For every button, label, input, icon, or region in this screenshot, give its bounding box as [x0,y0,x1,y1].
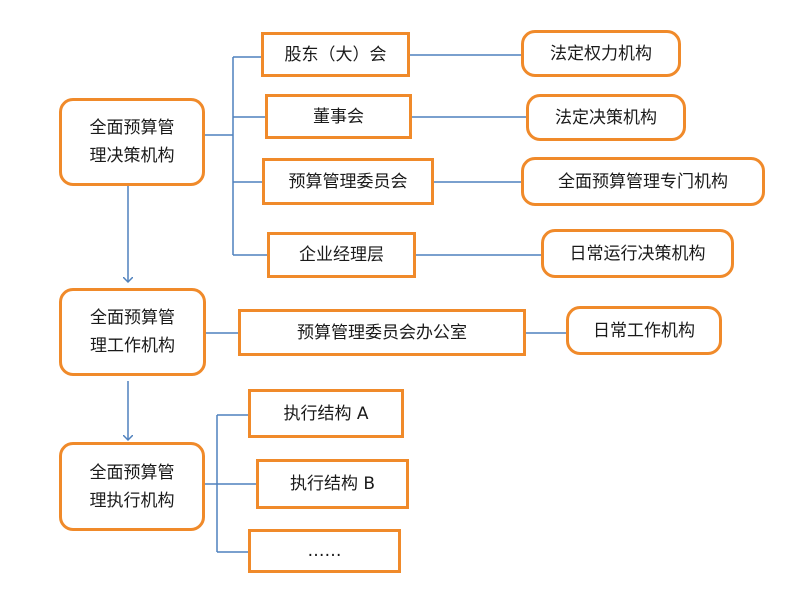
item-budget-committee[interactable]: 预算管理委员会 [262,158,434,205]
role-budget-special[interactable]: 全面预算管理专门机构 [521,157,765,206]
item-exec-a[interactable]: 执行结构 A [248,389,404,438]
role-legal-authority[interactable]: 法定权力机构 [521,30,681,77]
role-daily-work[interactable]: 日常工作机构 [566,306,722,355]
group-title-decision[interactable]: 全面预算管 理决策机构 [59,98,205,186]
item-board[interactable]: 董事会 [265,94,412,139]
group-title-working[interactable]: 全面预算管 理工作机构 [59,288,206,376]
item-budget-office[interactable]: 预算管理委员会办公室 [238,309,526,356]
role-daily-decision[interactable]: 日常运行决策机构 [541,229,734,278]
group-title-execution[interactable]: 全面预算管 理执行机构 [59,442,205,531]
item-managers[interactable]: 企业经理层 [267,232,416,278]
item-shareholders[interactable]: 股东（大）会 [261,32,410,77]
role-legal-decision[interactable]: 法定决策机构 [526,94,686,141]
item-exec-more[interactable]: …… [248,529,401,573]
item-exec-b[interactable]: 执行结构 B [256,459,409,509]
